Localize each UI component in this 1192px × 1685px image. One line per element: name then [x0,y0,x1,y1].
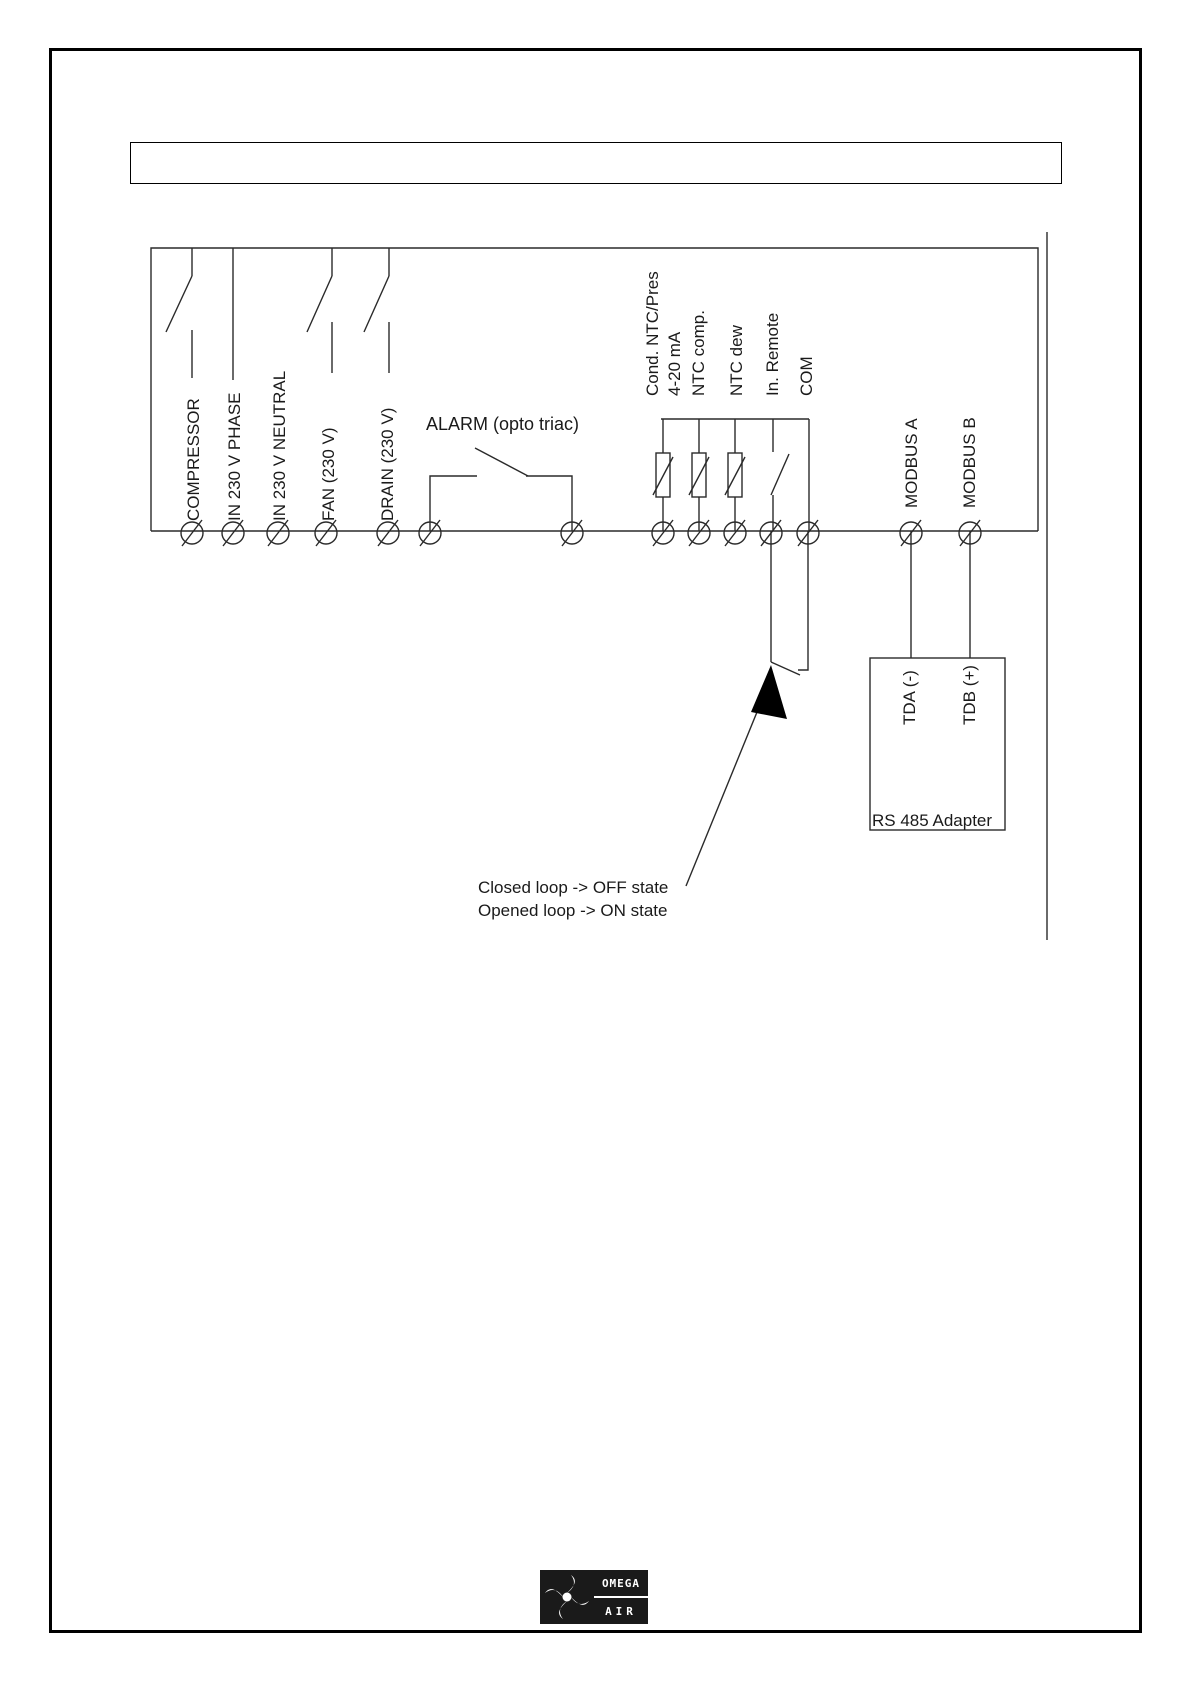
alarm-switch [430,448,572,531]
thermistor-ntc-comp [689,419,709,531]
logo-text: OMEGA AIR [594,1570,648,1624]
modbus-b-label: MODBUS B [960,417,979,508]
annotation-line-1: Closed loop -> OFF state [478,878,668,897]
terminal-label-neutral: IN 230 V NEUTRAL [270,371,289,521]
adapter-title: RS 485 Adapter [872,811,992,830]
modbus-a-label: MODBUS A [902,418,921,508]
thermistor-cond [653,419,673,531]
input-label-cond-sub: 4-20 mA [665,331,684,396]
omega-air-logo: OMEGA AIR [540,1570,648,1624]
rs485-adapter-box [870,658,1005,830]
terminal-label-drain: DRAIN (230 V) [378,408,397,521]
fan-relay [307,248,332,373]
logo-word-omega: OMEGA [594,1570,648,1598]
terminal-screw [267,520,289,546]
adapter-pin-tda: TDA (-) [900,670,919,725]
fan-logo-icon [540,1570,594,1624]
input-label-ntc-comp: NTC comp. [689,310,708,396]
drain-relay [364,248,389,373]
annotation-arrow-line [686,690,766,886]
logo-word-air: AIR [594,1598,648,1624]
terminal-label-compressor: COMPRESSOR [184,398,203,521]
terminal-screw [315,520,337,546]
terminal-screw [377,520,399,546]
annotation-line-2: Opened loop -> ON state [478,901,667,920]
input-label-remote: In. Remote [763,313,782,396]
terminal-label-fan: FAN (230 V) [319,427,338,521]
alarm-label: ALARM (opto triac) [426,414,579,434]
input-label-cond: Cond. NTC/Pres [643,271,662,396]
thermistor-ntc-dew [725,419,745,531]
compressor-relay [166,248,192,378]
terminal-screws [181,520,981,546]
remote-switch [771,419,789,531]
input-label-ntc-dew: NTC dew [727,324,746,396]
terminal-screw [181,520,203,546]
annotation-arrow-head [751,665,787,719]
adapter-pin-tdb: TDB (+) [960,665,979,725]
input-label-com: COM [797,356,816,396]
terminal-label-phase: IN 230 V PHASE [225,392,244,521]
remote-loop [771,531,808,675]
terminal-screw [222,520,244,546]
